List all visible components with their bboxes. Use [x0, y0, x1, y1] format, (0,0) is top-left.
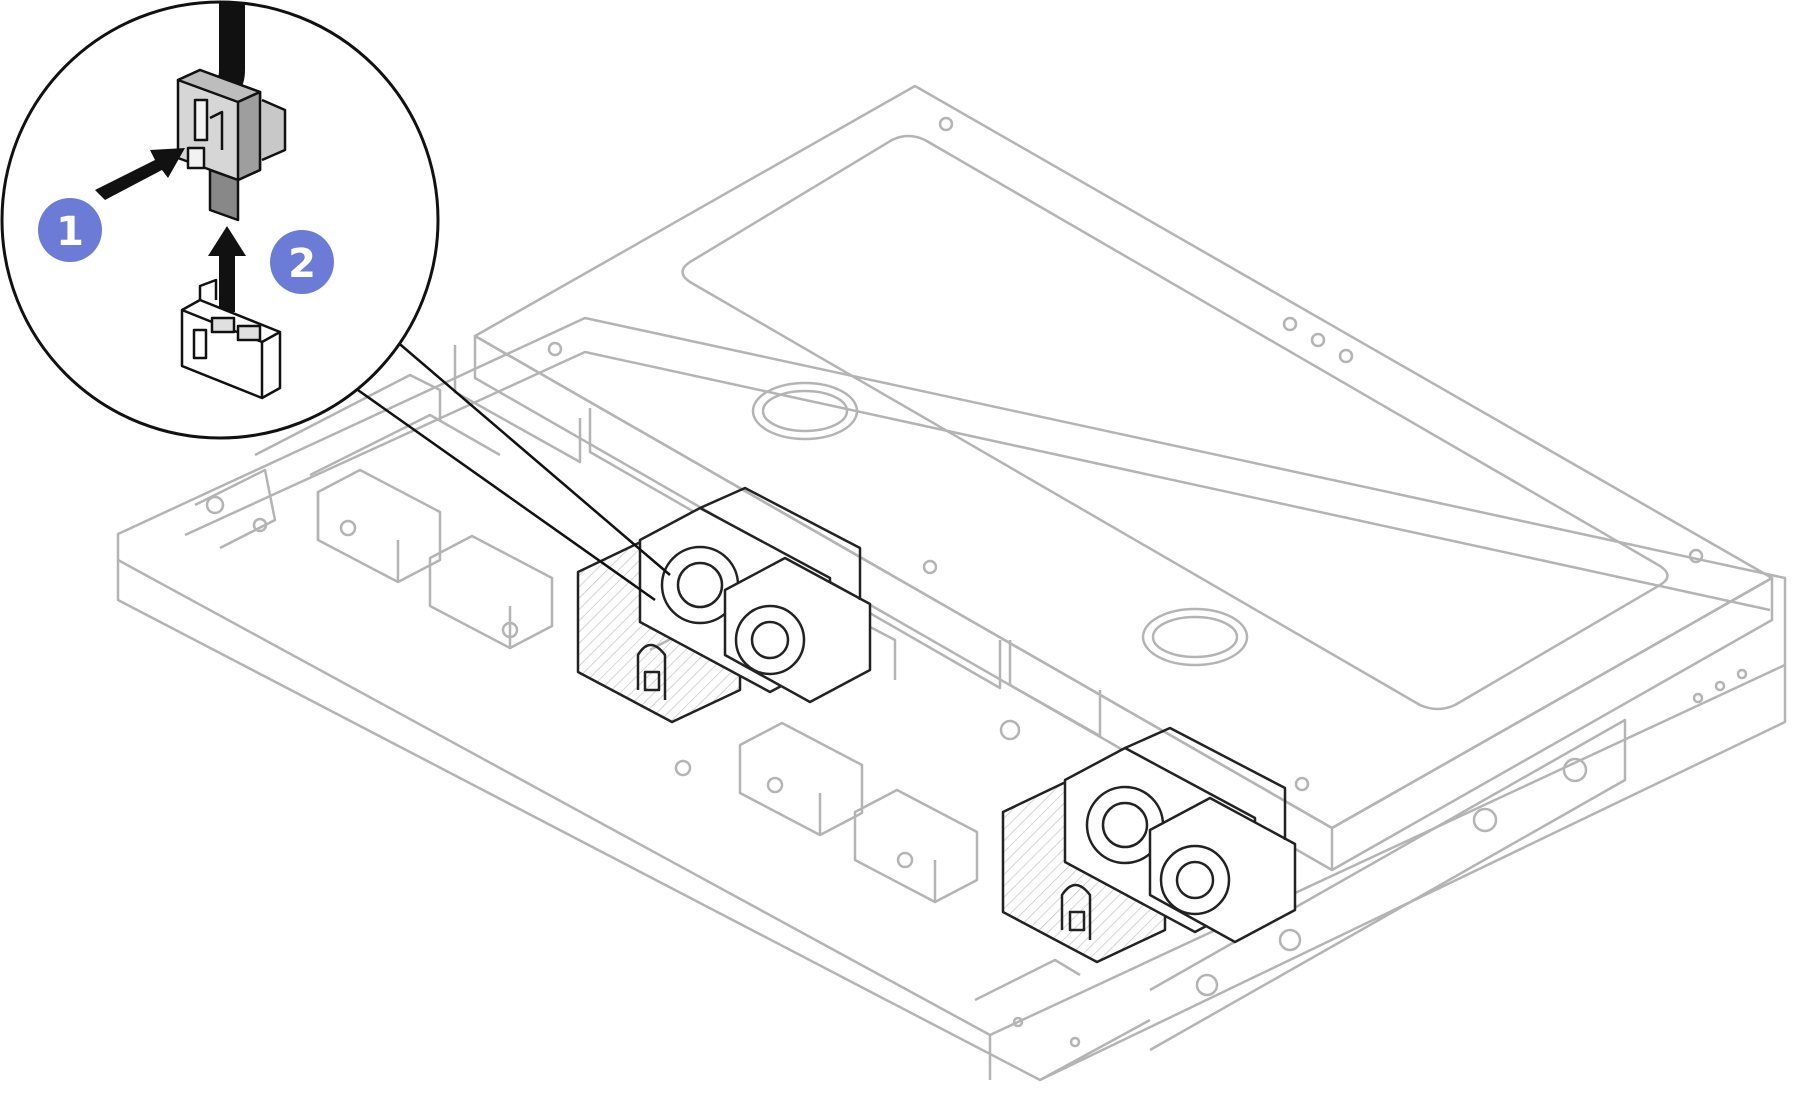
cover-recess — [681, 134, 1669, 711]
callout-leader-lines — [354, 339, 671, 602]
arrow-up-icon — [208, 226, 246, 312]
fan-header-receptacle — [180, 278, 282, 400]
front-rail — [1149, 718, 1627, 1052]
server-chassis — [116, 84, 1787, 1082]
cable-connector-plug — [176, 68, 287, 222]
chassis-base-tray — [116, 316, 1787, 1082]
fan-module-left — [576, 486, 872, 724]
callout-number-1: 1 — [56, 209, 84, 255]
cable-holder-1 — [316, 468, 442, 584]
cable-clip-left — [636, 643, 667, 700]
cover-slot-1 — [751, 381, 859, 441]
fan-module-right — [1001, 726, 1297, 964]
cable-holder-3 — [738, 721, 864, 837]
cable-clip-right — [1060, 883, 1092, 940]
callout-number-2: 2 — [288, 241, 316, 287]
callout-badge-2: 2 — [270, 230, 334, 294]
cover-slot-2 — [1141, 607, 1249, 667]
arrow-right-icon — [95, 148, 185, 200]
cable-holder-4 — [853, 788, 979, 904]
detail-callout: 1 2 — [0, 0, 440, 440]
callout-badge-1: 1 — [38, 198, 102, 262]
cable-holder-2 — [428, 534, 554, 650]
